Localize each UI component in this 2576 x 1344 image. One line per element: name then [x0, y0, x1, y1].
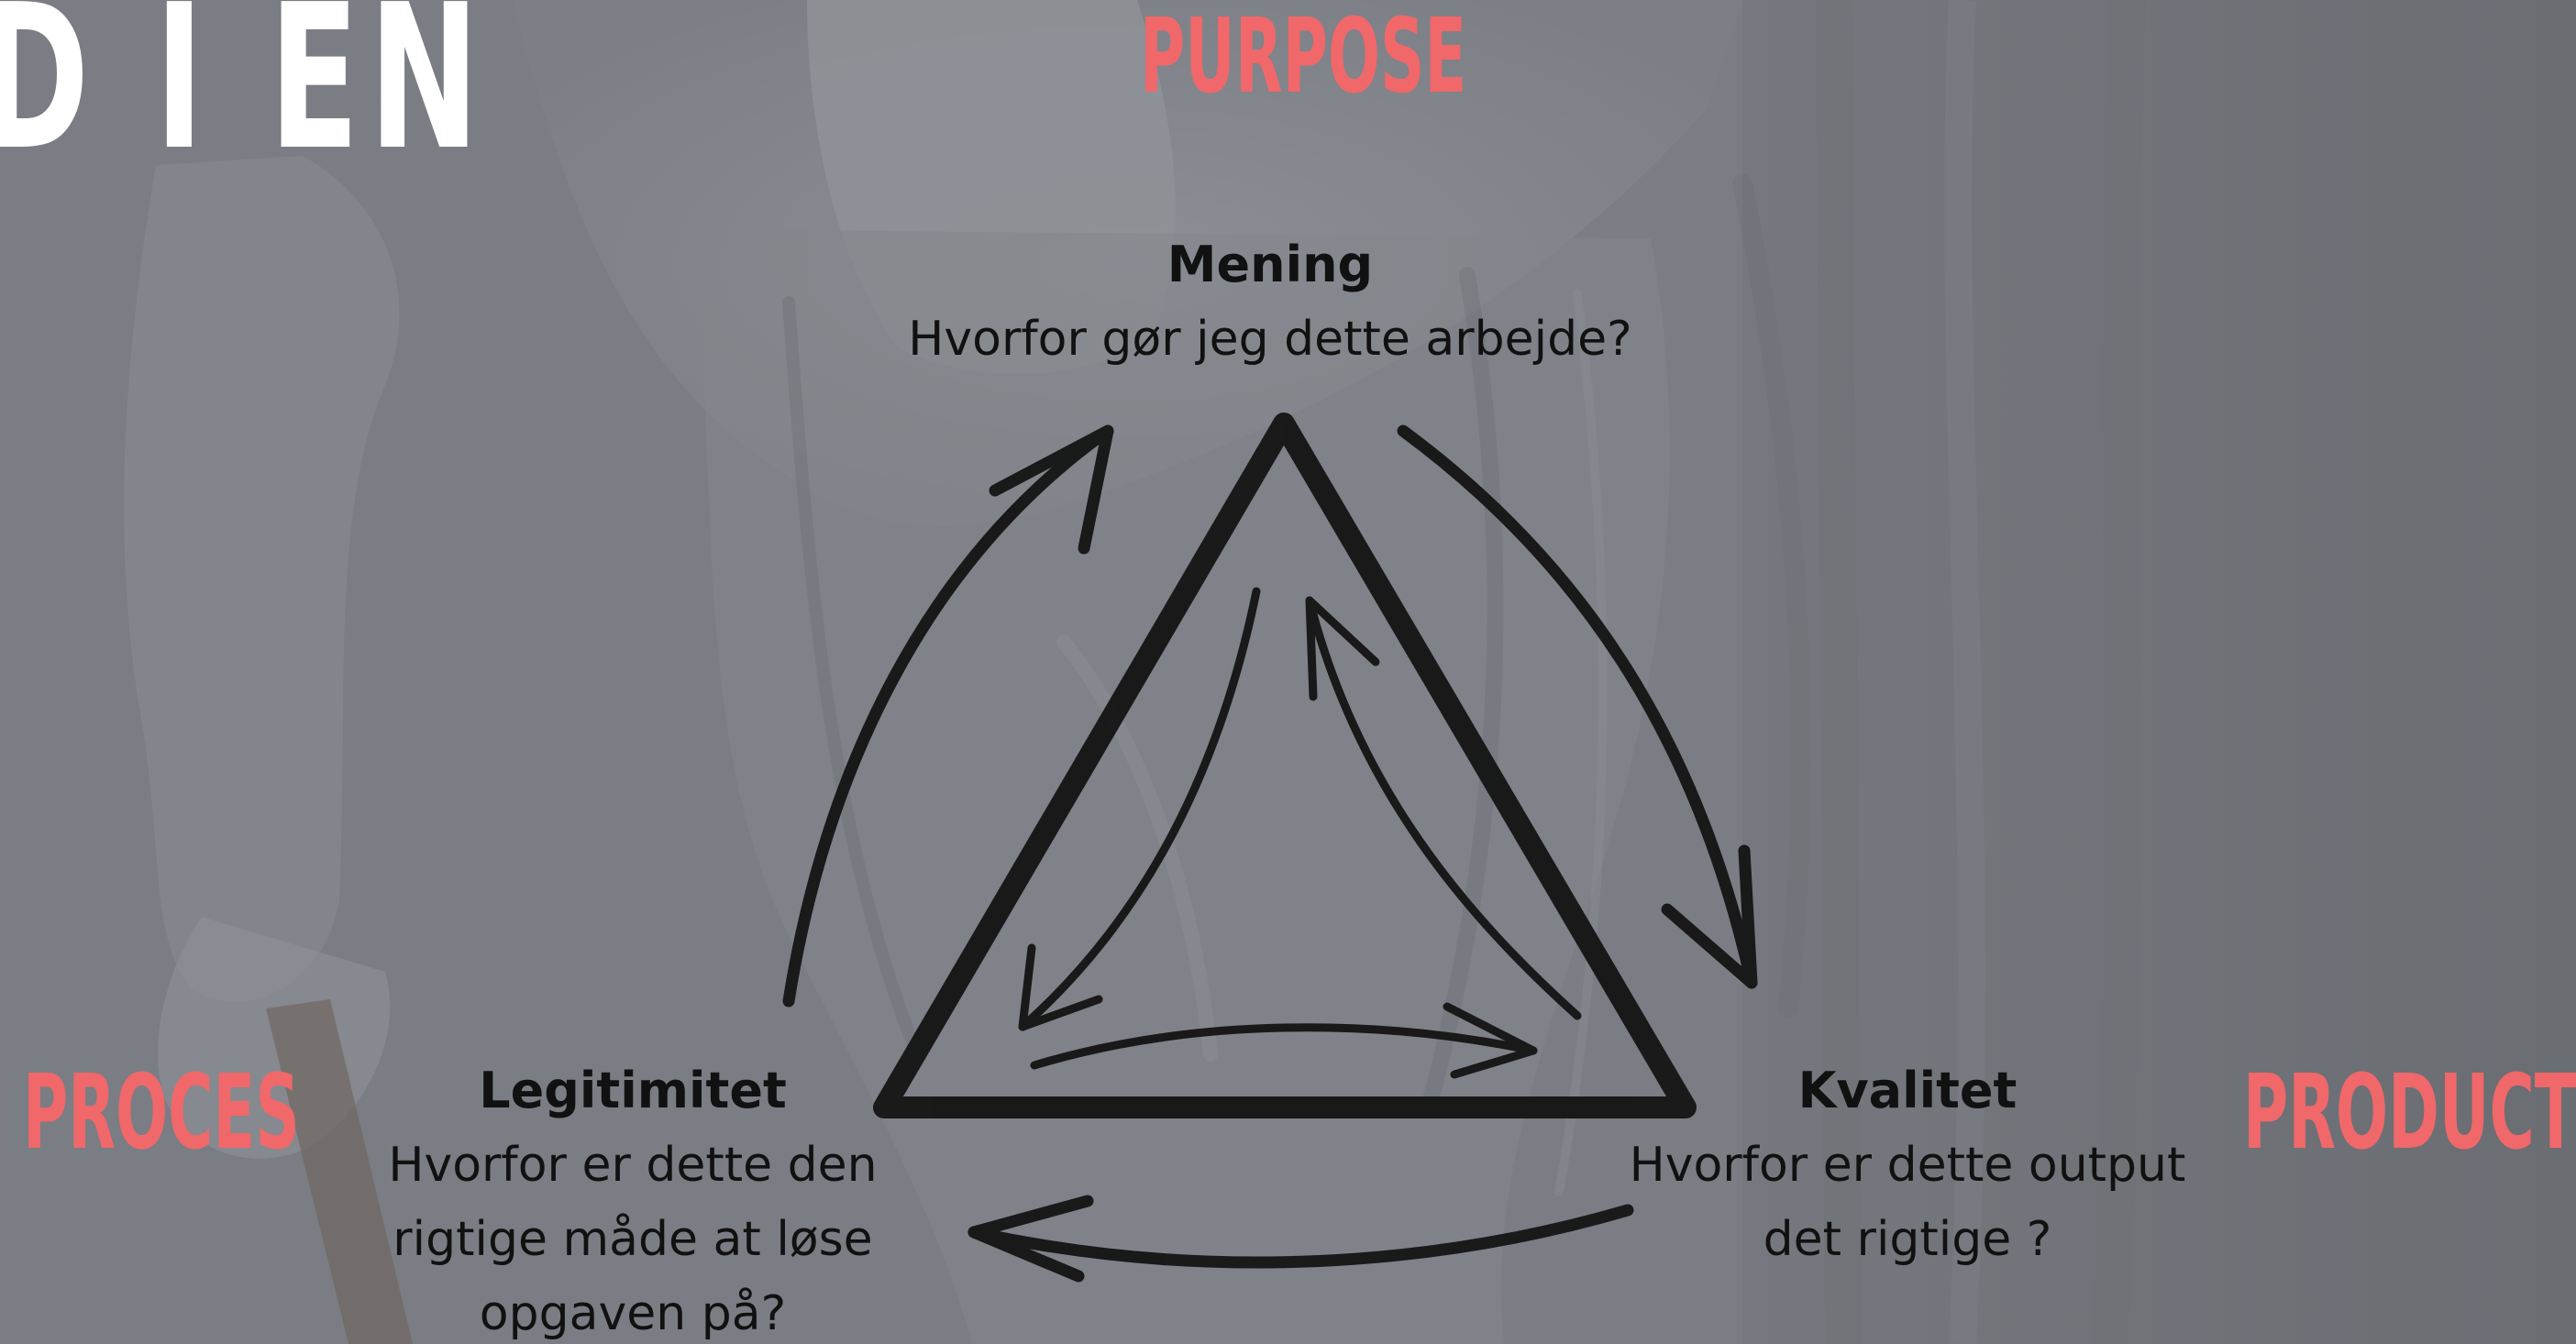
outer-arrow-left-to-top-head [989, 424, 1114, 555]
node-legitimitet-line-2: rigtige måde at løse [392, 1212, 873, 1267]
label-purpose: PURPOSE [1140, 0, 1467, 116]
slide-title-fragment: D I EN [0, 0, 490, 194]
outer-arrow-top-to-right [1397, 424, 1758, 989]
node-mening-heading: Mening [1166, 236, 1374, 293]
node-kvalitet-heading: Kvalitet [1797, 1062, 2018, 1119]
outer-arrow-right-to-left [967, 1204, 1634, 1269]
node-kvalitet: Kvalitet Hvorfor er dette output det rig… [1577, 1053, 2238, 1277]
triangle-shape [873, 413, 1697, 1118]
inner-arrow-top-to-left [1018, 587, 1261, 1031]
node-kvalitet-line-1: Hvorfor er dette output [1629, 1138, 2186, 1193]
inner-arrow-left-to-right [1030, 1023, 1538, 1070]
node-mening: Mening Hvorfor gør jeg dette arbejde? [825, 227, 1715, 377]
outer-arrow-top-to-right-head [1661, 844, 1758, 989]
outer-arrow-left-to-top [782, 424, 1114, 1008]
node-legitimitet-line-1: Hvorfor er dette den [388, 1138, 878, 1193]
node-legitimitet-heading: Legitimitet [479, 1062, 787, 1119]
inner-arrow-right-to-top-head [1305, 596, 1380, 701]
inner-arrow-right-to-top [1305, 596, 1582, 1020]
node-legitimitet: Legitimitet Hvorfor er dette den rigtige… [330, 1053, 935, 1344]
node-mening-line-1: Hvorfor gør jeg dette arbejde? [908, 312, 1632, 367]
outer-arrow-right-to-left-head [967, 1195, 1094, 1283]
inner-arrow-left-to-right-head [1443, 1002, 1538, 1079]
node-legitimitet-line-3: opgaven på? [479, 1286, 787, 1341]
label-product: PRODUCT [2243, 1053, 2576, 1173]
label-proces: PROCES [23, 1053, 300, 1173]
inner-arrow-top-to-left-head [1018, 943, 1103, 1031]
node-kvalitet-line-2: det rigtige ? [1763, 1212, 2052, 1267]
